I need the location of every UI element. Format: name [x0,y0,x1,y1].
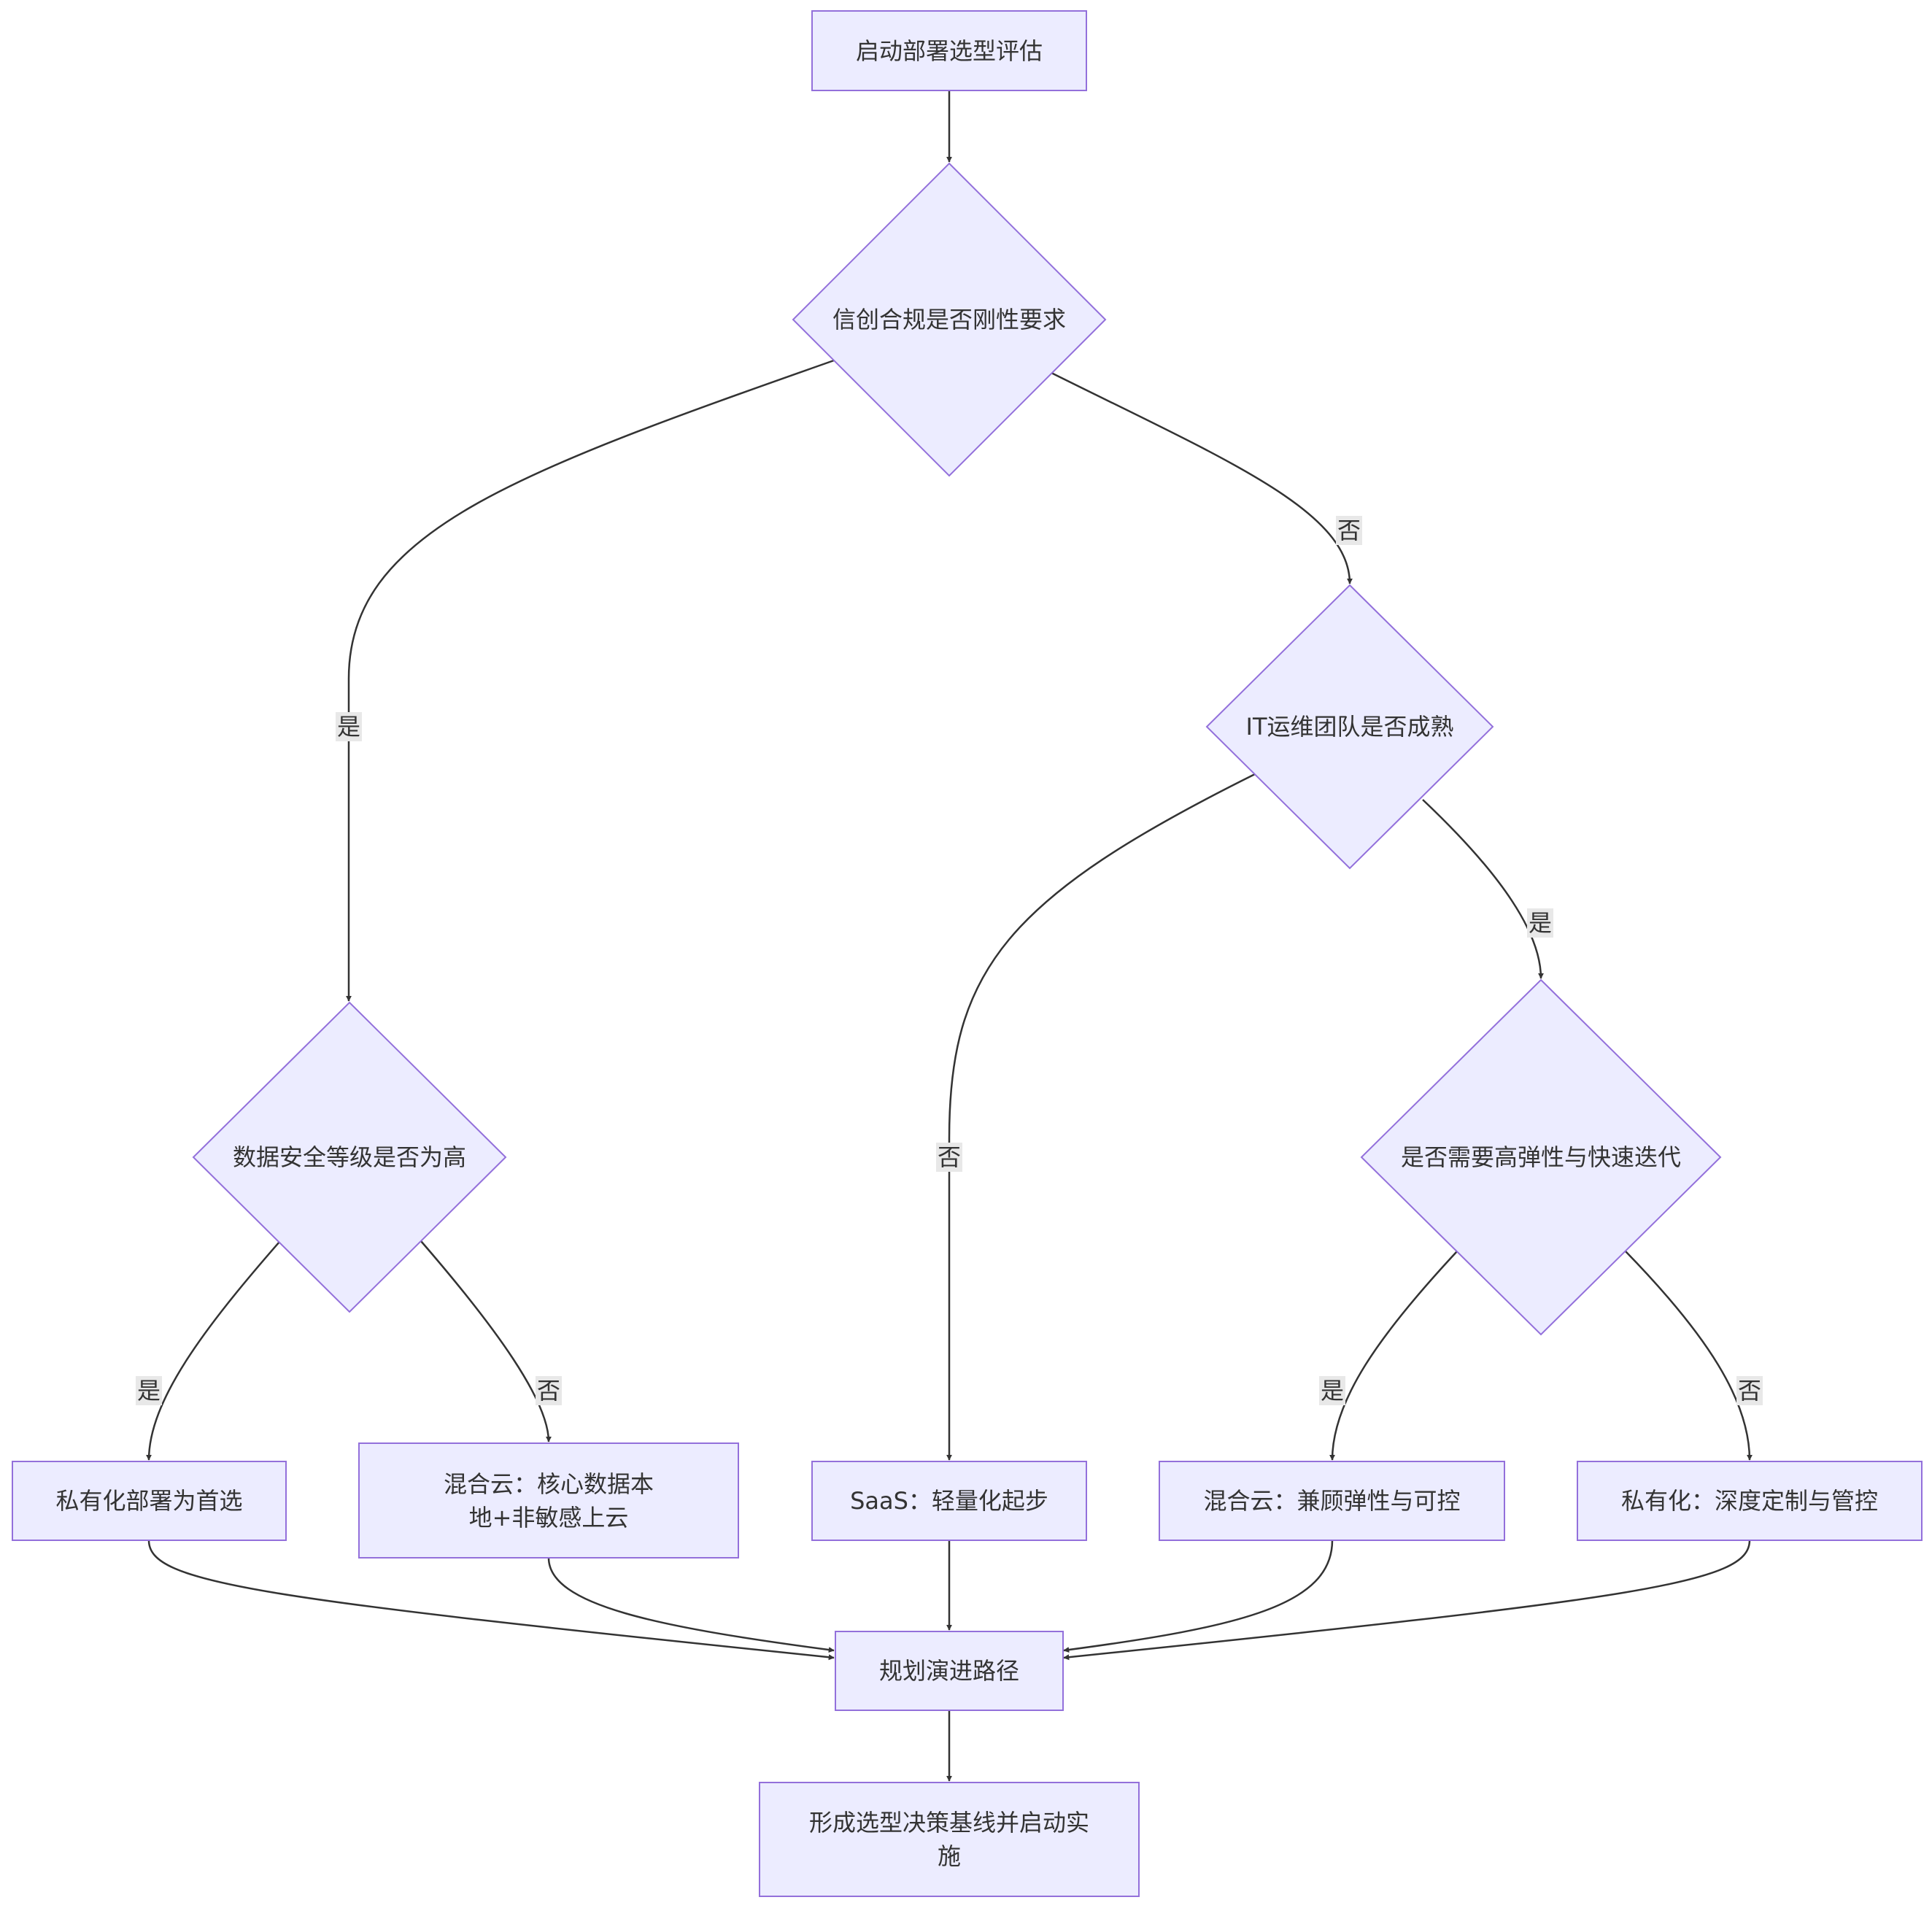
edge-elasticity-yes [1329,1251,1458,1461]
node-plan-box [835,1631,1064,1711]
edge-private-first-to-plan [147,1540,835,1661]
node-baseline-box [759,1782,1140,1897]
edge-security-yes [146,1241,280,1461]
edge-hybrid-balance-to-plan [1063,1540,1334,1653]
edge-label-elasticity-yes: 是 [1318,1376,1346,1405]
node-hybrid-balance-box [1159,1461,1505,1541]
edge-label-it-yes: 是 [1526,908,1554,938]
node-saas-box [811,1461,1087,1541]
edge-label-elasticity-no: 否 [1736,1376,1763,1405]
node-q-security-diamond [192,1001,507,1313]
edge-compliance-yes [346,359,835,1002]
node-private-first-box [12,1461,287,1541]
edge-label-compliance-no: 否 [1335,516,1363,545]
edge-label-security-no: 否 [535,1376,563,1405]
edge-private-custom-to-plan [1063,1540,1751,1661]
edge-it-yes [1422,799,1544,979]
node-private-custom-box [1577,1461,1923,1541]
node-q-elasticity-diamond [1360,978,1722,1336]
node-hybrid-core-box [358,1442,739,1559]
edge-it-no [946,773,1256,1461]
node-q-compliance-diamond [792,162,1107,477]
node-start-box [811,10,1087,91]
edge-hybrid-core-to-plan [547,1557,835,1653]
node-q-it-team-diamond [1205,584,1494,870]
edge-elasticity-no [1625,1251,1753,1461]
edge-security-no [420,1240,552,1442]
edge-compliance-no [1051,371,1353,584]
edge-label-compliance-yes: 是 [335,712,363,741]
edge-label-it-no: 否 [935,1143,963,1172]
edge-label-security-yes: 是 [135,1376,163,1405]
